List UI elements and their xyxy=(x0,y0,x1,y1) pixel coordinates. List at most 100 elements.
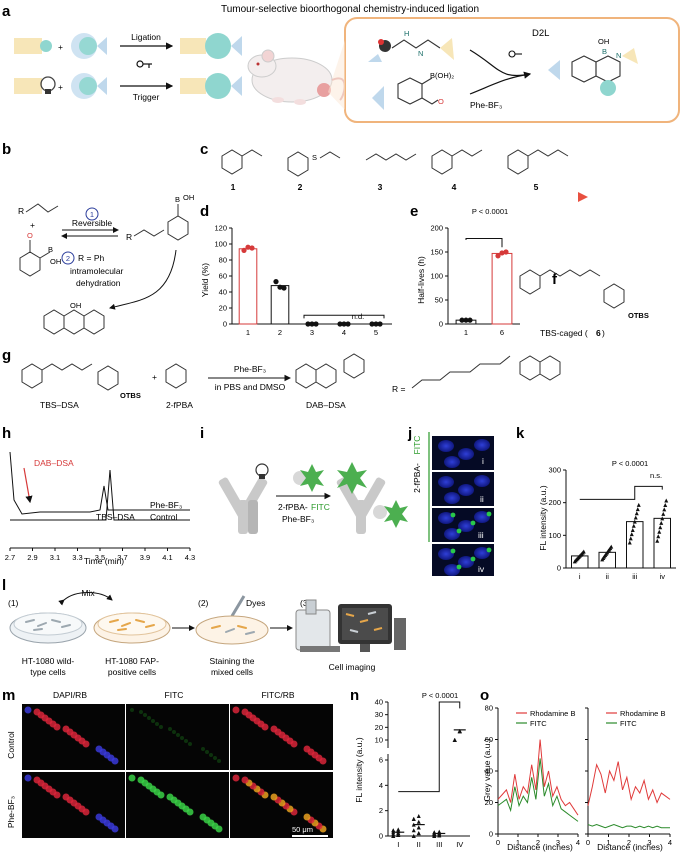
step1-label: Reversible xyxy=(72,218,112,228)
cell-spot xyxy=(95,813,103,821)
svg-text:R: R xyxy=(126,232,132,242)
data-point xyxy=(635,507,640,512)
data-point xyxy=(437,833,442,838)
svg-text:N: N xyxy=(418,49,423,58)
l-cap1b: type cells xyxy=(30,667,65,677)
cell-spot xyxy=(62,793,70,801)
cell-spot xyxy=(232,706,240,714)
data-point xyxy=(578,552,583,557)
series-control-line xyxy=(10,469,190,521)
data-point xyxy=(396,833,401,838)
h-series-control: Control xyxy=(150,512,178,522)
nucleus xyxy=(444,456,460,468)
panel-f: f OTBS TBS-caged ( 6 ) xyxy=(519,269,649,338)
panel-label-i: i xyxy=(200,425,204,442)
y-tick-label: 0 xyxy=(379,832,383,841)
i-reagent: Phe-BF₃ xyxy=(282,514,314,524)
svg-text:O: O xyxy=(27,231,33,240)
small-teal-circle-icon xyxy=(40,40,52,52)
cell-spot xyxy=(241,776,249,784)
svg-text:+: + xyxy=(30,220,35,230)
n-ylabel: FL intensity (a.u.) xyxy=(354,737,364,803)
cell-spot xyxy=(199,813,207,821)
data-point xyxy=(660,516,665,521)
monitor-icon xyxy=(338,604,406,652)
l-cap1a: HT-1080 wild- xyxy=(22,656,75,666)
panel-label-m: m xyxy=(2,687,15,704)
e-annotation: P < 0.0001 xyxy=(472,207,508,216)
trigger-label: Trigger xyxy=(133,92,160,102)
cell-spot xyxy=(172,730,176,734)
g-reagent: Phe-BF₃ xyxy=(234,364,266,374)
y-tick-label: 60 xyxy=(219,272,227,281)
j-label-fitc: FITC xyxy=(412,436,422,455)
step2-number: 2 xyxy=(66,254,70,263)
y-tick-label: 0 xyxy=(557,564,561,573)
caged-icon xyxy=(40,76,56,92)
panel-label-l: l xyxy=(2,577,6,594)
data-point xyxy=(416,825,421,830)
sig-bracket xyxy=(398,701,461,793)
x-tick-label: 3.5 xyxy=(95,553,105,562)
d-annotation: n.d. xyxy=(352,312,365,321)
panel-label-f: f xyxy=(552,271,558,288)
y-tick-label: 0 xyxy=(489,830,493,839)
l-dyes: Dyes xyxy=(246,598,265,608)
microscopy-grid xyxy=(22,704,333,838)
g-plus: + xyxy=(152,372,157,382)
nd-bracket xyxy=(303,314,385,319)
cell-spot xyxy=(62,725,70,733)
h-dab-dsa: DAB–DSA xyxy=(34,458,74,468)
cell-spot xyxy=(303,813,311,821)
bar xyxy=(270,285,290,325)
d2l-label: D2L xyxy=(532,28,549,39)
h-tbs-dsa: TBS–DSA xyxy=(96,512,135,522)
sig-bracket xyxy=(579,485,663,500)
x-tick-label: 4.3 xyxy=(185,553,195,562)
cell-spot xyxy=(188,742,192,746)
cell-spot xyxy=(130,708,134,712)
data-point xyxy=(345,321,351,327)
compound-2: 2 xyxy=(298,182,303,192)
nucleus xyxy=(458,556,474,568)
nucleus xyxy=(438,548,454,560)
data-point xyxy=(631,523,636,528)
y-tick-label: 4 xyxy=(379,781,383,790)
panel-m: m DAPI/RB FITC FITC/RB Control Phe-BF₃ 5… xyxy=(2,687,333,838)
panel-label-a: a xyxy=(2,3,11,20)
j-row-ii: ii xyxy=(480,494,484,504)
data-point xyxy=(337,321,343,327)
compound-3: 3 xyxy=(378,182,383,192)
yellow-block-icon xyxy=(14,38,42,54)
nucleus xyxy=(474,547,490,559)
cell-spot xyxy=(303,745,311,753)
y-tick-label: 20 xyxy=(485,798,493,807)
o-xlabel-2: Distance (inches) xyxy=(597,842,663,852)
x-tick-label: iv xyxy=(660,572,666,581)
compound-1: 1 xyxy=(231,182,236,192)
l-cap2a: HT-1080 FAP- xyxy=(105,656,159,666)
y-tick-label: 200 xyxy=(548,498,561,507)
y-tick-label: 40 xyxy=(219,288,227,297)
cell-spot xyxy=(217,759,221,763)
nucleus xyxy=(438,440,454,452)
j-scale: 10 μm xyxy=(452,575,473,584)
m-col-fitc-rb: FITC/RB xyxy=(261,690,294,700)
x-tick-label: III xyxy=(436,840,442,849)
cell-spot xyxy=(201,747,205,751)
data-point xyxy=(581,549,586,554)
x-tick-label: 5 xyxy=(374,328,378,337)
y-tick-label: 0 xyxy=(439,320,443,329)
x-tick-label: 2 xyxy=(536,838,540,847)
y-tick-label: 40 xyxy=(485,767,493,776)
l-step2: (2) xyxy=(198,598,209,608)
fitc-signal xyxy=(456,528,462,534)
product-oh-label: OH xyxy=(598,37,609,46)
i-probe: 2-fPBA- xyxy=(278,502,308,512)
cell-spot xyxy=(137,776,145,784)
